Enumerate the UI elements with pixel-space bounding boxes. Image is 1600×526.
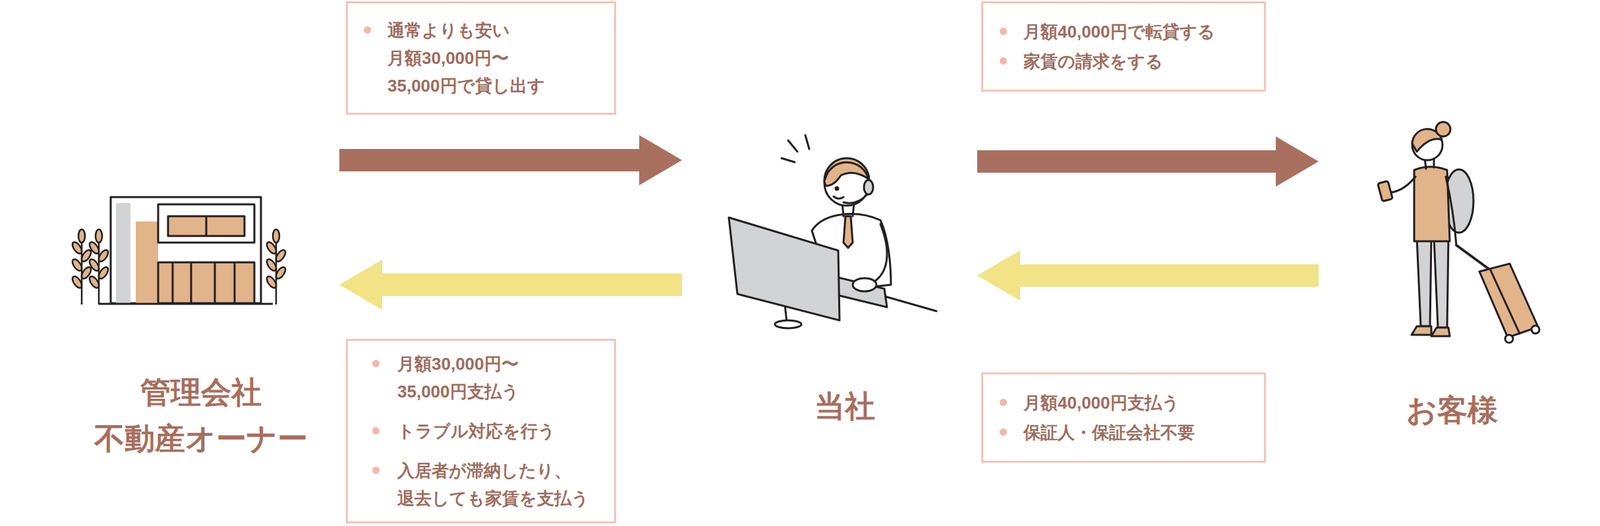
monitor-base <box>774 320 802 329</box>
tree-icon <box>70 229 93 305</box>
bullet-dot <box>999 428 1007 436</box>
monitor-screen <box>728 217 840 321</box>
bullet-dot <box>372 427 380 435</box>
bullet-item: 保証人・保証会社不要 <box>1023 418 1255 447</box>
actor-label: 管理会社 不動産オーナー <box>65 369 337 462</box>
headset-band <box>825 162 869 180</box>
bullet-text: 月額40,000円支払う <box>1023 388 1255 417</box>
bullet-text: 月額30,000円〜 35,000円支払う <box>397 349 605 406</box>
flow-arrow <box>339 135 683 186</box>
door-line <box>233 262 236 304</box>
ground-line <box>98 303 273 306</box>
building-window-frame <box>158 204 255 243</box>
tree-icon <box>264 229 288 305</box>
info-box: 月額40,000円支払う保証人・保証会社不要 <box>981 372 1266 463</box>
traveler-bun <box>1435 121 1451 137</box>
bullet-text: 家賃の請求をする <box>1023 47 1255 76</box>
building-doors <box>158 262 255 304</box>
operator-mouth <box>833 196 844 199</box>
bullet-text: 入居者が滞納したり、 退去しても家賃を支払う <box>397 456 605 513</box>
actor-node: お客様 <box>1321 118 1582 433</box>
bullet-item: 入居者が滞納したり、 退去しても家賃を支払う <box>397 456 605 513</box>
suitcase-handle <box>1456 245 1491 271</box>
bullet-item: 月額40,000円で転貸する <box>1023 17 1255 46</box>
bullet-dot <box>999 27 1007 35</box>
bullet-item: トラブル対応を行う <box>397 417 605 445</box>
bullet-item: 家賃の請求をする <box>1023 47 1255 76</box>
building-panel <box>115 202 131 304</box>
operator-tie <box>843 216 853 248</box>
actor-node: 当社 <box>685 118 974 429</box>
building-illustration <box>98 197 273 304</box>
headset-ear <box>863 179 874 195</box>
actor-label: お客様 <box>1406 386 1498 433</box>
window-divider <box>205 216 208 236</box>
phone <box>1377 180 1394 201</box>
bullet-dot <box>999 398 1007 406</box>
headset-mic <box>843 194 868 203</box>
traveler-leg <box>1433 237 1449 328</box>
suitcase-wheel <box>1505 334 1514 343</box>
operator-arm <box>871 224 887 284</box>
info-box: 通常よりも安い 月額30,000円〜 35,000円で貸し出す <box>345 1 617 115</box>
building-panel <box>135 221 159 304</box>
bullet-item: 月額40,000円支払う <box>1023 388 1255 417</box>
flow-arrow <box>977 136 1319 187</box>
door-line <box>171 262 174 304</box>
info-box: 月額30,000円〜 35,000円支払うトラブル対応を行う入居者が滞納したり、… <box>345 338 617 524</box>
flow-arrow <box>977 250 1319 301</box>
traveler-leg <box>1416 237 1432 327</box>
suitcase <box>1479 263 1539 338</box>
operator-eye <box>835 187 839 190</box>
actor-label: 当社 <box>784 382 876 429</box>
suitcase-wheel <box>1531 325 1540 334</box>
keyboard <box>835 276 887 308</box>
info-box: 月額40,000円で転貸する家賃の請求をする <box>981 1 1266 92</box>
traveler-shoe <box>1411 326 1432 335</box>
traveler-shoe <box>1431 327 1450 337</box>
desk-line <box>885 296 937 312</box>
traveler-shirt <box>1414 166 1450 242</box>
traveler-illustration <box>1377 121 1540 343</box>
traveler-arm <box>1390 176 1416 193</box>
bullet-text: トラブル対応を行う <box>397 417 605 445</box>
operator-illustration <box>728 135 937 329</box>
building-wall <box>110 197 261 304</box>
bullet-text: 保証人・保証会社不要 <box>1023 418 1255 447</box>
door-line <box>190 262 193 304</box>
bullet-text: 通常よりも安い 月額30,000円〜 35,000円で貸し出す <box>387 16 605 100</box>
bullet-text: 月額40,000円で転貸する <box>1023 17 1255 46</box>
bullet-dot <box>372 359 380 368</box>
flow-arrow <box>339 259 683 310</box>
traveler-arm <box>1445 176 1457 246</box>
actor-node: 管理会社 不動産オーナー <box>65 118 337 462</box>
building-window <box>168 216 245 236</box>
door-line <box>214 262 217 304</box>
operator-hand <box>852 278 877 292</box>
bullet-item: 通常よりも安い 月額30,000円〜 35,000円で貸し出す <box>387 16 605 100</box>
tree-icon <box>87 229 111 305</box>
operator-hair <box>824 158 870 186</box>
bullet-dot <box>363 26 372 34</box>
bullet-item: 月額30,000円〜 35,000円支払う <box>397 349 605 406</box>
bullet-dot <box>372 466 380 474</box>
alert-marks <box>781 135 810 163</box>
suitcase-stripe <box>1490 270 1520 334</box>
bullet-dot <box>999 57 1007 65</box>
